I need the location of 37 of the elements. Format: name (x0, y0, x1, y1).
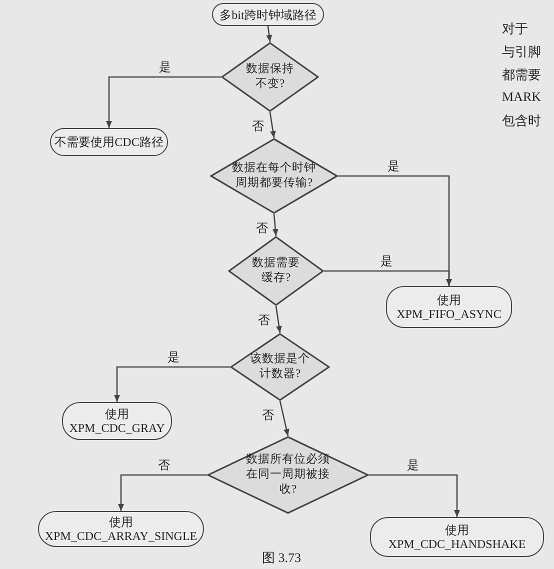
decision-diamond: 该数据是个计数器? (230, 333, 330, 401)
terminal-box: 使用 XPM_CDC_ARRAY_SINGLE (38, 511, 204, 547)
decision-diamond: 数据需要缓存? (228, 236, 324, 306)
edge-label: 否 (255, 221, 269, 235)
page-text: 包含时 (502, 112, 541, 130)
decision-diamond: 数据在每个时钟周期都要传输? (210, 138, 338, 214)
arrow (275, 306, 282, 334)
arrow (369, 474, 460, 517)
terminal-box: 多bit跨时钟域路径 (212, 3, 324, 26)
arrow (114, 366, 230, 402)
arrow (269, 112, 276, 138)
edge-label: 否 (251, 119, 265, 133)
terminal-box: 不需要使用CDC路径 (50, 128, 168, 156)
page-text: 与引脚 (502, 43, 541, 61)
decision-diamond: 数据所有位必须在同一周期被接收? (207, 436, 369, 514)
arrow (106, 76, 221, 128)
terminal-box: 使用 XPM_CDC_HANDSHAKE (370, 517, 544, 557)
edge-label: 是 (406, 458, 420, 472)
terminal-box: 使用 XPM_CDC_GRAY (62, 402, 172, 440)
terminal-box: 使用 XPM_FIFO_ASYNC (386, 286, 512, 328)
edge-label: 是 (380, 254, 394, 268)
decision-diamond: 数据保持不变? (221, 42, 319, 112)
edge-label: 否 (157, 458, 171, 472)
edge-label: 是 (386, 159, 400, 173)
edge-label: 否 (257, 313, 271, 327)
edge-label: 否 (261, 408, 275, 422)
arrow (324, 270, 452, 286)
page-text: MARK (502, 89, 542, 105)
arrow (279, 400, 290, 436)
arrow (266, 26, 272, 42)
edge-label: 是 (158, 60, 172, 74)
edge-label: 是 (166, 350, 180, 364)
arrow (272, 214, 278, 236)
page-text: 都需要 (502, 66, 541, 84)
arrow (118, 474, 207, 511)
figure-caption: 图 3.73 (262, 549, 301, 567)
page-text: 对于 (502, 20, 528, 38)
